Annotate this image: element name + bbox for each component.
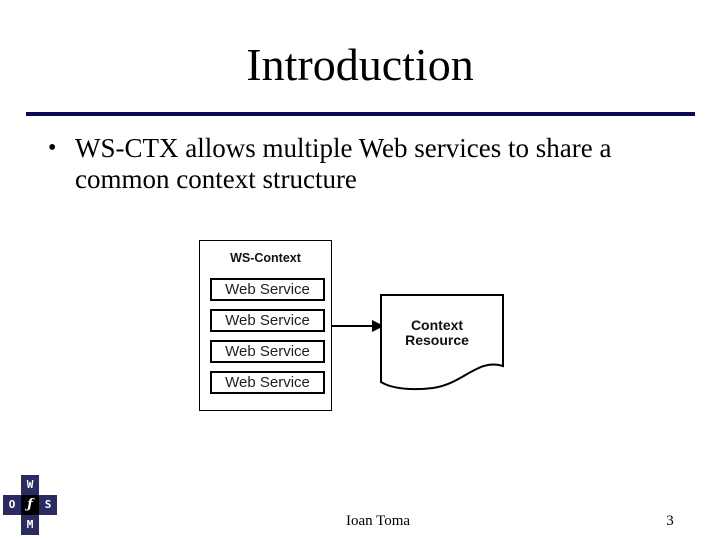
web-service-box-3: Web Service [210, 340, 325, 363]
ws-context-label: WS-Context [230, 251, 301, 265]
logo-letter-right: S [39, 495, 57, 515]
bullet-item: • WS-CTX allows multiple Web services to… [48, 133, 628, 195]
bullet-text: WS-CTX allows multiple Web services to s… [75, 133, 612, 194]
right-arrow-icon [332, 320, 384, 332]
document-shape [380, 294, 504, 391]
web-service-box-2: Web Service [210, 309, 325, 332]
context-resource-label: Context Resource [405, 317, 469, 348]
bullet-marker: • [48, 135, 57, 161]
title-divider-line [26, 112, 695, 116]
logo-letter-left: O [3, 495, 21, 515]
page-title: Introduction [246, 39, 474, 90]
logo-letter-top: W [21, 475, 39, 495]
wsmo-logo: W O ƒ S M [3, 475, 57, 535]
web-service-box-1: Web Service [210, 278, 325, 301]
web-service-box-4: Web Service [210, 371, 325, 394]
logo-center-glyph: ƒ [21, 495, 39, 515]
footer-author: Ioan Toma [345, 513, 411, 529]
logo-letter-bottom: M [21, 515, 39, 535]
page-number: 3 [666, 513, 674, 529]
